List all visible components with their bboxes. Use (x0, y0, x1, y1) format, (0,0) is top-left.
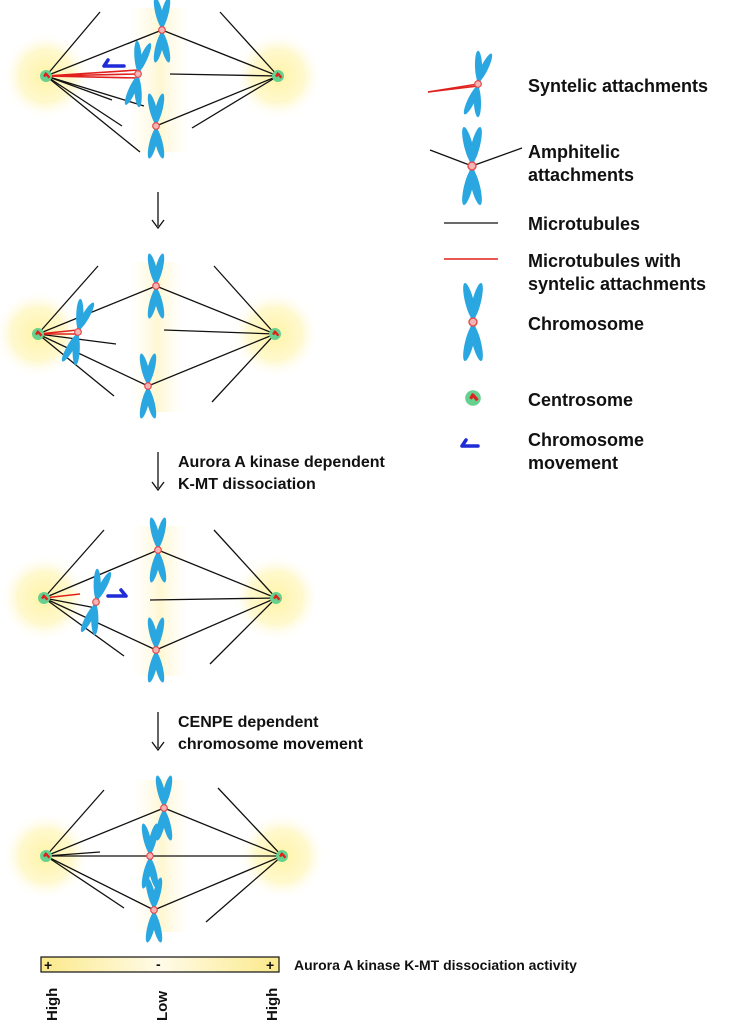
axis-label-mid: Low (154, 991, 171, 1021)
step-3-label-line-1: CENPE dependent (178, 714, 319, 731)
legend-centrosome-icon (465, 390, 481, 406)
syntelic-microtubules (37, 329, 79, 335)
microtubules (45, 11, 279, 153)
legend-amphitelic-icon (429, 125, 523, 207)
legend-chromosome-label: Chromosome (528, 314, 644, 334)
axis-label-right: High (264, 988, 281, 1021)
step-arrow-2 (151, 452, 165, 492)
legend-chromosome-icon (459, 281, 487, 363)
centrosome-icon (272, 70, 284, 82)
axis-label-left: High (44, 988, 61, 1021)
legend-centrosome-label: Centrosome (528, 390, 633, 410)
step-arrow-3 (151, 712, 165, 752)
centrosome-icon (270, 592, 282, 604)
microtubules (45, 787, 283, 923)
legend-movement-arrow-icon (460, 438, 480, 448)
step-arrow-1 (151, 192, 165, 230)
panel-2-pole-ward (0, 252, 319, 420)
centrosome-icon (40, 70, 52, 82)
bar-sign-mid: - (156, 956, 161, 972)
panel-4-congression (2, 774, 326, 944)
legend-microtubules-label: Microtubules (528, 214, 640, 234)
bar-sign-left: + (44, 957, 52, 973)
syntelic-microtubules (45, 69, 139, 79)
panel-1-syntelic (2, 0, 322, 160)
centrosome-icon (269, 328, 281, 340)
step-2-label-line-1: Aurora A kinase dependent (178, 454, 386, 471)
centrosome-icon (276, 850, 288, 862)
activity-bar-label: Aurora A kinase K-MT dissociation activi… (294, 957, 577, 973)
legend-amphitelic-label-line-1: Amphitelic (528, 142, 620, 162)
chromosome-movement-left-icon (102, 58, 126, 68)
legend-syntelic-mt-label-line-2: syntelic attachments (528, 274, 706, 294)
centrosome-icon (38, 592, 50, 604)
legend-amphitelic-label-line-2: attachments (528, 165, 634, 185)
centrosome-icon (32, 328, 44, 340)
legend-syntelic-icon (427, 48, 496, 120)
syntelic-microtubules (43, 593, 81, 599)
microtubules (43, 529, 277, 665)
step-3-label-line-2: chromosome movement (178, 736, 364, 753)
bar-sign-right: + (266, 957, 274, 973)
step-2-label-line-2: K-MT dissociation (178, 476, 316, 493)
legend-syntelic-mt-label-line-1: Microtubules with (528, 251, 681, 271)
legend-movement-label-line-2: movement (528, 453, 618, 473)
chromosome-movement-right-icon (106, 588, 128, 598)
legend: Syntelic attachments Amphitelic attachme… (427, 48, 708, 473)
panel-3-dissociation (0, 516, 320, 684)
centrosome-icon (40, 850, 52, 862)
activity-gradient-bar: + - + (40, 956, 280, 973)
legend-syntelic-label: Syntelic attachments (528, 76, 708, 96)
legend-movement-label-line-1: Chromosome (528, 430, 644, 450)
